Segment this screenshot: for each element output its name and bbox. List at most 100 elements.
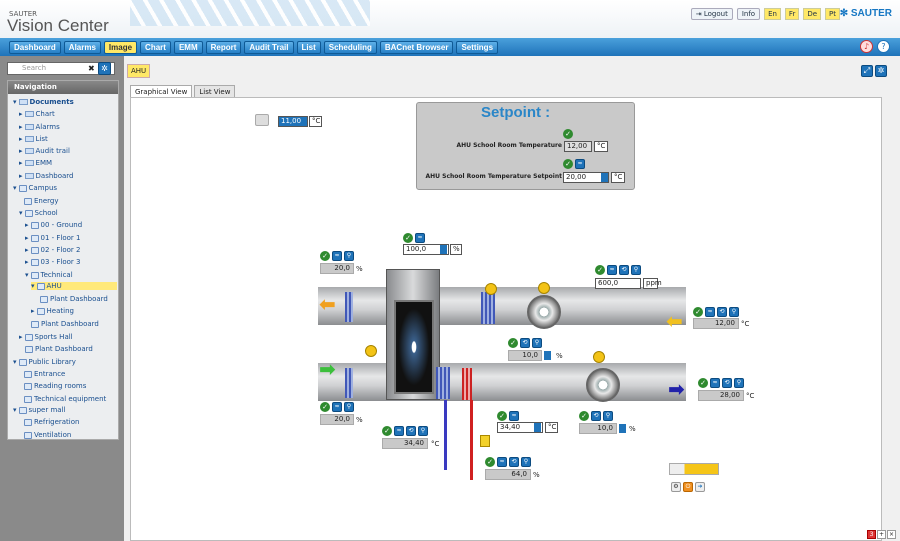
detail-icon[interactable]: ⚲ xyxy=(603,411,613,421)
power-icon[interactable]: ⏻ xyxy=(683,482,693,492)
history-icon[interactable]: ⟲ xyxy=(520,338,530,348)
trend-icon[interactable]: ≈ xyxy=(705,307,715,317)
tree-heating[interactable]: ▸Heating xyxy=(31,307,74,315)
tree-ahu-plant-dashboard[interactable]: Plant Dashboard xyxy=(40,295,108,303)
info-button[interactable]: Info xyxy=(736,8,761,20)
clear-search-icon[interactable]: ✖ xyxy=(88,64,95,73)
detail-icon[interactable]: ⚲ xyxy=(344,402,354,412)
spinner-icon[interactable] xyxy=(534,423,541,432)
tree-refrigeration[interactable]: Refrigeration xyxy=(24,418,79,426)
tree-campus[interactable]: ▾Campus xyxy=(13,184,58,192)
detail-icon[interactable]: ⚲ xyxy=(344,251,354,261)
tree-sports-hall[interactable]: ▸Sports Hall xyxy=(19,333,73,341)
detail-icon[interactable]: ⚲ xyxy=(631,265,641,275)
search-input[interactable]: Search xyxy=(7,62,115,75)
mode-switch[interactable] xyxy=(669,463,719,475)
tree-label: School xyxy=(34,209,58,217)
tree-audit-trail[interactable]: ▸Audit trail xyxy=(19,147,70,155)
tree-chart[interactable]: ▸Chart xyxy=(19,110,55,118)
detail-icon[interactable]: ⚲ xyxy=(734,378,744,388)
menu-scheduling[interactable]: Scheduling xyxy=(323,40,377,54)
history-icon[interactable]: ⟲ xyxy=(619,265,629,275)
menu-emm[interactable]: EMM xyxy=(173,40,203,54)
notification-count[interactable]: 3 xyxy=(867,530,876,539)
trend-icon[interactable]: ≈ xyxy=(509,411,519,421)
tree-campus-plant-dashboard[interactable]: Plant Dashboard xyxy=(25,345,93,353)
language-en[interactable]: En xyxy=(764,8,781,20)
logout-label: Logout xyxy=(703,10,728,18)
menu-settings[interactable]: Settings xyxy=(456,40,499,54)
close-button[interactable]: × xyxy=(887,530,896,539)
tree-school-plant-dashboard[interactable]: Plant Dashboard xyxy=(31,320,99,328)
object-tab[interactable]: AHU xyxy=(127,64,151,78)
trend-icon[interactable]: ≈ xyxy=(415,233,425,243)
view-settings-icon[interactable]: ✲ xyxy=(875,65,887,77)
settings-gear-icon[interactable]: ⚙ xyxy=(671,482,681,492)
tree-ground[interactable]: ▸00 - Ground xyxy=(25,221,83,229)
trend-icon[interactable]: ≈ xyxy=(710,378,720,388)
detail-icon[interactable]: ⚲ xyxy=(521,457,531,467)
menu-audit-trail[interactable]: Audit Trail xyxy=(244,40,294,54)
history-icon[interactable]: ⟲ xyxy=(509,457,519,467)
trend-icon[interactable]: ≈ xyxy=(575,159,585,169)
spinner-icon[interactable] xyxy=(440,245,447,254)
ok-status-icon: ✓ xyxy=(497,411,507,421)
tree-super-mall[interactable]: ▾super mall xyxy=(13,406,66,414)
menu-alarms[interactable]: Alarms xyxy=(63,40,101,54)
tree-reading-rooms[interactable]: Reading rooms xyxy=(24,382,86,390)
language-pt[interactable]: Pt xyxy=(825,8,840,20)
tree-ventilation[interactable]: Ventilation xyxy=(24,431,71,439)
tree-ahu[interactable]: ▾AHU xyxy=(31,282,117,290)
detail-icon[interactable]: ⚲ xyxy=(532,338,542,348)
history-icon[interactable]: ⟲ xyxy=(722,378,732,388)
logout-button[interactable]: ⇥ Logout xyxy=(690,8,733,20)
trend-icon[interactable]: ≈ xyxy=(332,402,342,412)
tree-floor-1[interactable]: ▸01 - Floor 1 xyxy=(25,234,81,242)
tree-documents[interactable]: ▾Documents xyxy=(13,98,74,106)
detail-icon[interactable]: ⚲ xyxy=(418,426,428,436)
detail-icon[interactable]: ⚲ xyxy=(729,307,739,317)
tree-floor-3[interactable]: ▸03 - Floor 3 xyxy=(25,258,81,266)
menu-dashboard[interactable]: Dashboard xyxy=(9,40,61,54)
help-icon[interactable]: ? xyxy=(877,40,890,53)
next-arrow-icon[interactable]: ➜ xyxy=(695,482,705,492)
language-fr[interactable]: Fr xyxy=(784,8,800,20)
spinner-icon[interactable] xyxy=(544,351,551,360)
cooling-valve-value: 10,0 xyxy=(579,423,617,434)
history-icon[interactable]: ⟲ xyxy=(591,411,601,421)
menu-report[interactable]: Report xyxy=(205,40,242,54)
menu-image[interactable]: Image xyxy=(103,40,138,54)
tree-dashboard[interactable]: ▸Dashboard xyxy=(19,172,74,180)
trend-icon[interactable]: ≈ xyxy=(607,265,617,275)
tree-alarms[interactable]: ▸Alarms xyxy=(19,123,60,131)
spinner-icon[interactable] xyxy=(619,424,626,433)
trend-icon[interactable]: ≈ xyxy=(394,426,404,436)
search-settings-icon[interactable]: ✲ xyxy=(98,62,111,75)
valve-input[interactable]: 100,0 xyxy=(403,244,449,255)
fullscreen-icon[interactable]: ⤢ xyxy=(861,65,873,77)
tree-technical-equipment[interactable]: Technical equipment xyxy=(24,395,106,403)
history-icon[interactable]: ⟲ xyxy=(717,307,727,317)
tree-emm[interactable]: ▸EMM xyxy=(19,159,53,167)
alarm-bell-icon[interactable]: ♪ xyxy=(860,40,873,53)
tree-label: Audit trail xyxy=(35,147,70,155)
menu-bacnet-browser[interactable]: BACnet Browser xyxy=(379,40,454,54)
tree-technical[interactable]: ▾Technical xyxy=(25,271,73,279)
tree-floor-2[interactable]: ▸02 - Floor 2 xyxy=(25,246,81,254)
tree-entrance[interactable]: Entrance xyxy=(24,370,65,378)
tree-school[interactable]: ▾School xyxy=(19,209,58,217)
add-button[interactable]: + xyxy=(877,530,886,539)
outdoor-temp-value[interactable]: 11,00 xyxy=(278,116,308,127)
water-setpoint-input[interactable]: 34,40 xyxy=(497,422,543,433)
history-icon[interactable]: ⟲ xyxy=(406,426,416,436)
room-setpoint-input[interactable]: 20,00 xyxy=(563,172,609,183)
language-de[interactable]: De xyxy=(803,8,822,20)
spinner-icon[interactable] xyxy=(601,173,608,182)
trend-icon[interactable]: ≈ xyxy=(497,457,507,467)
trend-icon[interactable]: ≈ xyxy=(332,251,342,261)
tree-list[interactable]: ▸List xyxy=(19,135,48,143)
tree-energy[interactable]: Energy xyxy=(24,197,59,205)
menu-chart[interactable]: Chart xyxy=(140,40,171,54)
menu-list[interactable]: List xyxy=(296,40,321,54)
tree-public-library[interactable]: ▾Public Library xyxy=(13,358,76,366)
